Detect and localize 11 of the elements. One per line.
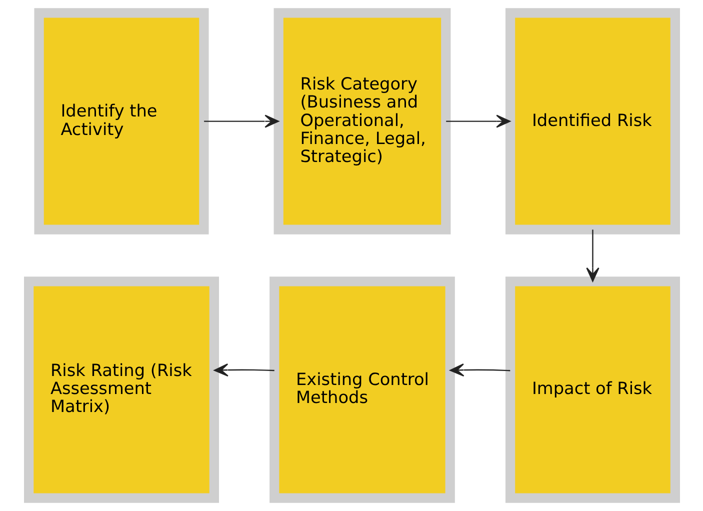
arrow <box>204 114 279 128</box>
node-box: Identify the Activity <box>34 8 208 234</box>
node-box: Impact of Risk <box>504 276 680 503</box>
node-box: Risk Rating (Risk Assessment Matrix) <box>24 276 218 503</box>
arrow <box>586 230 599 282</box>
arrow <box>213 363 274 377</box>
node-box: Risk Category (Business and Operational, Finance, Legal, Strategic) <box>273 8 450 234</box>
node-box: Existing Control Methods <box>269 276 454 503</box>
node-box: Identified Risk <box>504 8 680 234</box>
arrow <box>446 114 510 128</box>
arrow <box>449 363 510 377</box>
